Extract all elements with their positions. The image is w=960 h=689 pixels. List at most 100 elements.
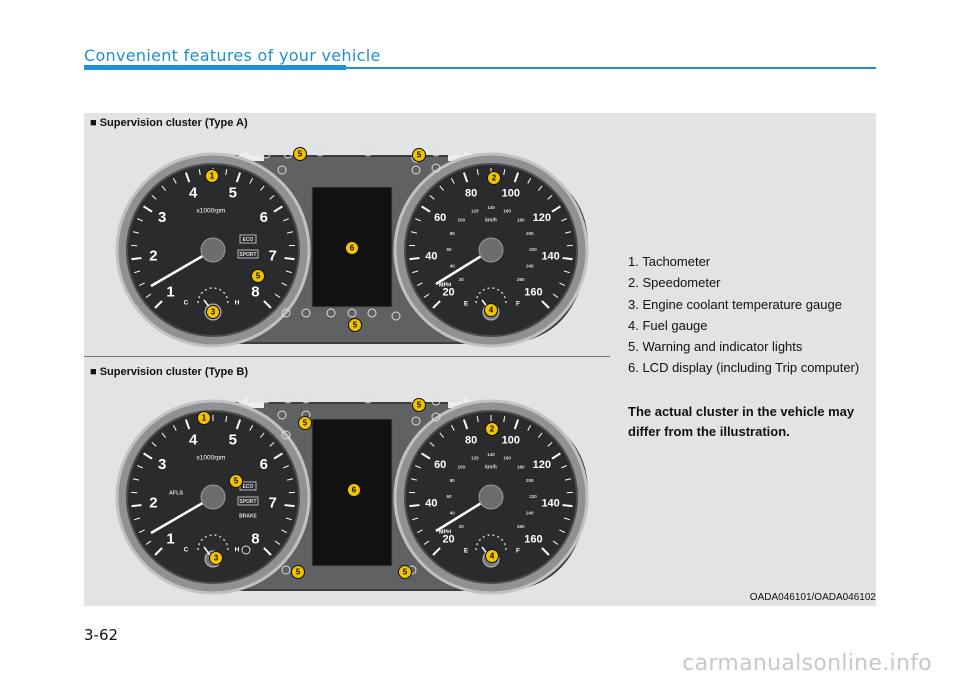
kmh-tick-label: 140: [487, 452, 495, 457]
callout-number: 6: [350, 244, 355, 253]
tacho-tick-label: 6: [260, 456, 268, 473]
tacho-tick: [285, 505, 295, 506]
tacho-tick-label: 7: [268, 495, 276, 512]
kmh-tick-label: 240: [526, 510, 534, 515]
kmh-tick-label: 80: [450, 231, 456, 236]
kmh-tick-label: 100: [458, 217, 466, 222]
cluster-b-illustration: 12345678x1000rpmECOSPORTAFLSBRAKECH20406…: [106, 385, 606, 595]
page-number: 3-62: [84, 626, 118, 644]
cluster-a-label: ■ Supervision cluster (Type A): [90, 117, 248, 129]
speedo-tick-label: 140: [541, 251, 559, 263]
callout-number: 4: [490, 552, 495, 561]
tacho-unit-label: x1000rpm: [197, 455, 226, 462]
kmh-tick-label: 40: [450, 510, 456, 515]
tacho-tick-label: 7: [268, 248, 276, 265]
callout-number: 2: [492, 174, 497, 183]
fuel-full-label: F: [516, 301, 520, 308]
callout-number: 1: [202, 414, 207, 423]
tacho-tick-label: 3: [158, 209, 166, 226]
warning-light-icon: [316, 148, 324, 156]
tacho-unit-label: x1000rpm: [197, 208, 226, 215]
legend-item-warning-lights: 5. Warning and indicator lights: [628, 336, 859, 357]
callout-number: 5: [298, 150, 303, 159]
tacho-tick-label: 1: [166, 283, 174, 300]
watermark: carmanualsonline.info: [682, 651, 932, 676]
tacho-tick-label: 4: [189, 184, 198, 201]
warning-light-icon: [284, 395, 292, 403]
kmh-tick-label: 140: [487, 205, 495, 210]
brake-indicator-label: BRAKE: [239, 513, 257, 519]
tacho-tick-label: 6: [260, 209, 268, 226]
header-rule: [346, 67, 876, 69]
tacho-tick-label: 3: [158, 456, 166, 473]
kmh-unit-label: km/h: [485, 217, 497, 223]
speedo-tick: [563, 258, 573, 259]
speedo-tick-label: 60: [434, 459, 446, 471]
section-header-title: Convenient features of your vehicle: [84, 46, 381, 65]
callout-number: 5: [256, 272, 261, 281]
tacho-hub: [201, 485, 225, 509]
tacho-tick-label: 2: [149, 495, 157, 512]
kmh-tick-label: 240: [526, 263, 534, 268]
tacho-tick: [132, 505, 142, 506]
legend-item-speedometer: 2. Speedometer: [628, 272, 859, 293]
callout-number: 5: [234, 477, 239, 486]
kmh-tick-label: 20: [459, 277, 465, 282]
tacho-tick-label: 1: [166, 530, 174, 547]
tacho-tick-label: 2: [149, 248, 157, 265]
callout-number: 5: [417, 401, 422, 410]
warning-light-icon: [302, 395, 310, 403]
cluster-b-label: ■ Supervision cluster (Type B): [90, 366, 248, 378]
tacho-tick: [132, 258, 142, 259]
legend-item-tachometer: 1. Tachometer: [628, 251, 859, 272]
temp-low-label: C: [184, 547, 189, 554]
callout-number: 5: [296, 568, 301, 577]
kmh-tick-label: 160: [503, 208, 511, 213]
fuel-empty-label: E: [464, 301, 469, 308]
tacho-tick-label: 5: [229, 431, 237, 448]
temp-high-label: H: [235, 300, 240, 307]
tacho-tick-label: 8: [251, 530, 259, 547]
speedo-tick-label: 160: [524, 286, 542, 298]
legend-item-fuel-gauge: 4. Fuel gauge: [628, 315, 859, 336]
callout-number: 5: [353, 321, 358, 330]
mph-unit-label: MPH: [439, 282, 451, 288]
tacho-hub: [201, 238, 225, 262]
speedo-tick-label: 40: [425, 498, 437, 510]
fuel-empty-label: E: [464, 548, 469, 555]
kmh-tick-label: 20: [459, 524, 465, 529]
temp-low-label: C: [184, 300, 189, 307]
warning-light-icon: [262, 395, 270, 403]
callout-number: 3: [211, 308, 216, 317]
speedo-tick-label: 40: [425, 251, 437, 263]
kmh-tick-label: 200: [526, 478, 534, 483]
kmh-tick-label: 100: [458, 464, 466, 469]
afls-indicator-label: AFLS: [169, 490, 184, 496]
kmh-tick-label: 220: [529, 494, 537, 499]
kmh-tick-label: 80: [450, 478, 456, 483]
kmh-tick-label: 120: [471, 208, 479, 213]
legend-item-lcd-display: 6. LCD display (including Trip computer): [628, 357, 859, 378]
callout-number: 6: [352, 486, 357, 495]
speedo-tick-label: 160: [524, 533, 542, 545]
speedo-tick-label: 100: [502, 187, 520, 199]
speedo-tick-label: 80: [465, 187, 477, 199]
warning-light-icon: [364, 395, 372, 403]
speedo-hub: [479, 238, 503, 262]
speedo-hub: [479, 485, 503, 509]
warning-light-icon: [432, 148, 440, 156]
callout-number: 4: [489, 306, 494, 315]
callout-number: 3: [214, 554, 219, 563]
kmh-tick-label: 40: [450, 263, 456, 268]
header-accent-bar: [84, 65, 346, 70]
image-code: OADA046101/OADA046102: [750, 592, 876, 603]
speedo-tick-label: 80: [465, 434, 477, 446]
kmh-tick-label: 220: [529, 247, 537, 252]
speedo-tick: [563, 505, 573, 506]
speedo-tick-label: 120: [533, 459, 551, 471]
eco-indicator-label: ECO: [243, 237, 254, 243]
kmh-tick-label: 60: [446, 494, 452, 499]
kmh-tick-label: 260: [517, 277, 525, 282]
tacho-tick: [285, 258, 295, 259]
